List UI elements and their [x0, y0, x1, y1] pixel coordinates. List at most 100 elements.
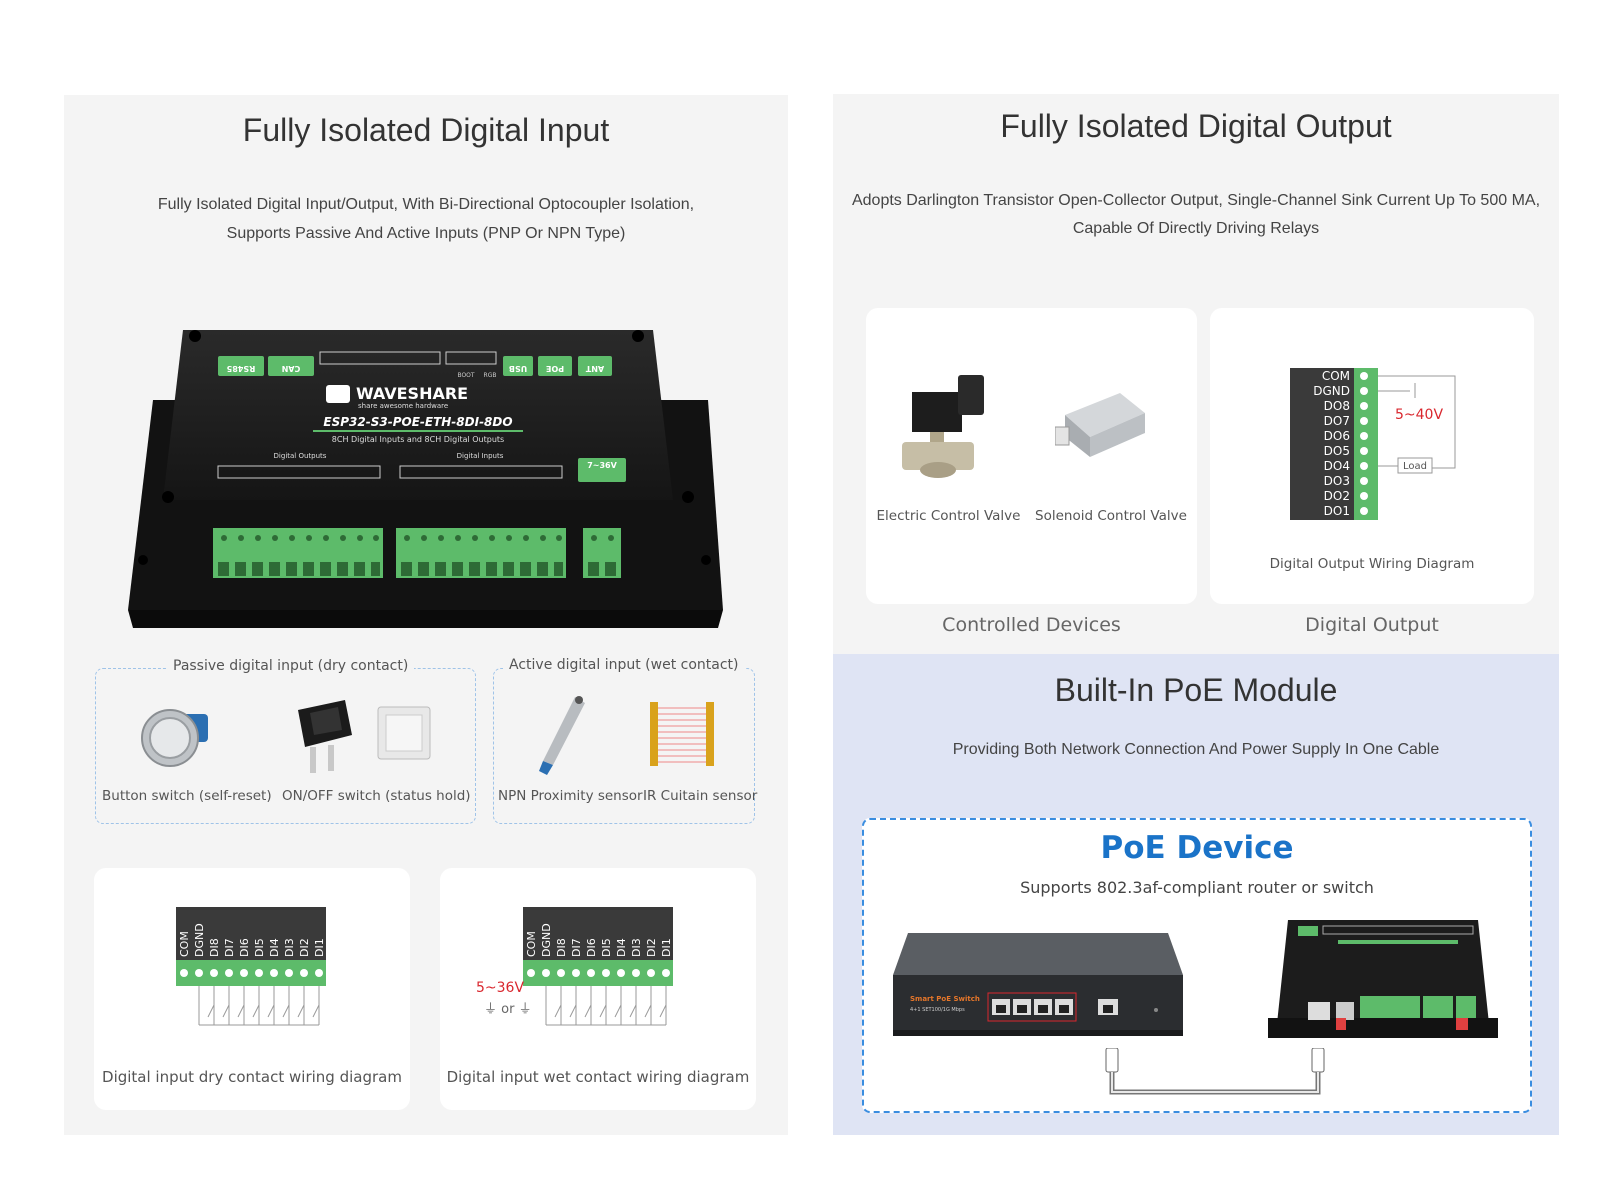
dry-terminal-screw	[210, 969, 218, 977]
wet-terminal-screw	[542, 969, 550, 977]
wet-pin-label: DI4	[615, 938, 628, 957]
solenoid-valve-caption: Solenoid Control Valve	[1035, 508, 1187, 524]
wet-terminal-screw	[572, 969, 580, 977]
output-pin-label: COM	[1322, 369, 1350, 383]
output-voltage-label: 5~40V	[1395, 407, 1443, 423]
output-pin-label: DO2	[1324, 489, 1350, 503]
output-pin-label: DO8	[1324, 399, 1350, 413]
dry-terminal-screw	[180, 969, 188, 977]
output-terminal-screw	[1360, 372, 1368, 380]
wet-pin-label: DGND	[540, 923, 553, 957]
output-terminal-screw	[1360, 447, 1368, 455]
dry-terminal-screw	[315, 969, 323, 977]
output-terminal-screw	[1360, 417, 1368, 425]
poe-device-title: PoE Device	[1100, 830, 1294, 866]
dry-pin-label: DI6	[238, 938, 251, 957]
dry-pin-label: DI2	[298, 938, 311, 957]
poe-subtitle: Providing Both Network Connection And Po…	[952, 741, 1440, 758]
ir-curtain-caption: IR Cuitain sensor	[643, 788, 758, 804]
label-poe: POE	[546, 364, 564, 373]
electric-valve-caption: Electric Control Valve	[876, 508, 1021, 524]
dry-pin-label: DI1	[313, 938, 326, 957]
onoff-switch-image	[298, 700, 431, 773]
wet-terminal-screw	[617, 969, 625, 977]
wet-pin-label: DI8	[555, 938, 568, 957]
button-switch-image	[141, 709, 208, 767]
button-switch-caption: Button switch (self-reset)	[102, 788, 272, 804]
digital-output-subtitle-2: Capable Of Directly Driving Relays	[1072, 220, 1320, 237]
output-terminal-screw	[1360, 402, 1368, 410]
dry-terminal-screw	[270, 969, 278, 977]
digital-output-subtitle-1: Adopts Darlington Transistor Open-Collec…	[851, 192, 1541, 209]
wet-pin-label: DI2	[645, 938, 658, 957]
output-pin-label: DO7	[1324, 414, 1350, 428]
esp32-board-image: RS485 CAN USB POE ANT BOOT RGB WAVESHARE…	[128, 330, 723, 628]
passive-input-legend: Passive digital input (dry contact)	[167, 658, 415, 674]
wet-pin-label: DI3	[630, 938, 643, 957]
board-outputs-label: Digital Outputs	[274, 452, 327, 460]
wet-pin-label: COM	[525, 931, 538, 957]
board-brand: WAVESHARE	[356, 384, 468, 403]
electric-valve-image	[902, 375, 984, 478]
poe-switch-image: Smart PoE Switch 4+1 SET100/1G Mbps	[893, 933, 1183, 1036]
output-pin-label: DO5	[1324, 444, 1350, 458]
board-model: ESP32-S3-POE-ETH-8DI-8DO	[323, 415, 512, 429]
controlled-devices-label: Controlled Devices	[942, 614, 1121, 636]
solenoid-valve-image	[1055, 393, 1145, 457]
label-can: CAN	[282, 364, 301, 373]
wet-pin-label: DI6	[585, 938, 598, 957]
digital-input-subtitle-1: Fully Isolated Digital Input/Output, Wit…	[157, 196, 695, 213]
dry-pin-label: DI5	[253, 938, 266, 957]
active-input-legend: Active digital input (wet contact)	[503, 657, 745, 673]
dry-terminal-screw	[195, 969, 203, 977]
poe-title: Built-In PoE Module	[1054, 672, 1338, 708]
board-inputs-label: Digital Inputs	[457, 452, 504, 460]
dry-contact-caption: Digital input dry contact wiring diagram	[102, 1068, 402, 1086]
board-tagline: share awesome hardware	[358, 402, 448, 410]
wet-terminal-screw	[527, 969, 535, 977]
board-description: 8CH Digital Inputs and 8CH Digital Outpu…	[332, 435, 504, 444]
wet-terminal-screw	[632, 969, 640, 977]
onoff-switch-caption: ON/OFF switch (status hold)	[282, 788, 471, 804]
output-terminal-screw	[1360, 432, 1368, 440]
ir-curtain-sensor-image	[650, 702, 714, 766]
output-terminal-screw	[1360, 507, 1368, 515]
output-pin-label: DO4	[1324, 459, 1350, 473]
dry-terminal-screw	[300, 969, 308, 977]
dry-terminal-screw	[240, 969, 248, 977]
label-usb: USB	[509, 364, 527, 373]
label-ant: ANT	[585, 364, 604, 373]
wet-contact-caption: Digital input wet contact wiring diagram	[446, 1068, 750, 1086]
output-terminal-screw	[1360, 492, 1368, 500]
wet-terminal-screw	[587, 969, 595, 977]
output-pin-label: DO3	[1324, 474, 1350, 488]
load-label: Load	[1403, 461, 1427, 472]
wet-ground-symbols: ⏚ or ⏚	[484, 1002, 532, 1017]
wet-terminal-screw	[602, 969, 610, 977]
output-pin-label: DO1	[1324, 504, 1350, 518]
wet-terminal-screw	[557, 969, 565, 977]
proximity-sensor-caption: NPN Proximity sensor	[498, 788, 643, 804]
poe-board-image	[1268, 920, 1498, 1038]
ethernet-cable	[1105, 1048, 1325, 1095]
digital-input-title: Fully Isolated Digital Input	[242, 112, 610, 148]
label-rs485: RS485	[226, 364, 255, 373]
wet-pin-label: DI5	[600, 938, 613, 957]
switch-label: Smart PoE Switch	[910, 995, 980, 1003]
dry-pin-label: DI3	[283, 938, 296, 957]
dry-pin-label: DI8	[208, 938, 221, 957]
proximity-sensor-image	[539, 696, 585, 775]
output-terminal-screw	[1360, 477, 1368, 485]
output-terminal-screw	[1360, 462, 1368, 470]
digital-output-label: Digital Output	[1305, 614, 1439, 636]
dry-pin-label: DI4	[268, 938, 281, 957]
switch-sublabel: 4+1 SET100/1G Mbps	[910, 1007, 965, 1013]
output-terminal-screw	[1360, 387, 1368, 395]
wet-terminal-screw	[647, 969, 655, 977]
dry-pin-label: DGND	[193, 923, 206, 957]
dry-terminal-screw	[285, 969, 293, 977]
label-rgb: RGB	[484, 372, 497, 379]
